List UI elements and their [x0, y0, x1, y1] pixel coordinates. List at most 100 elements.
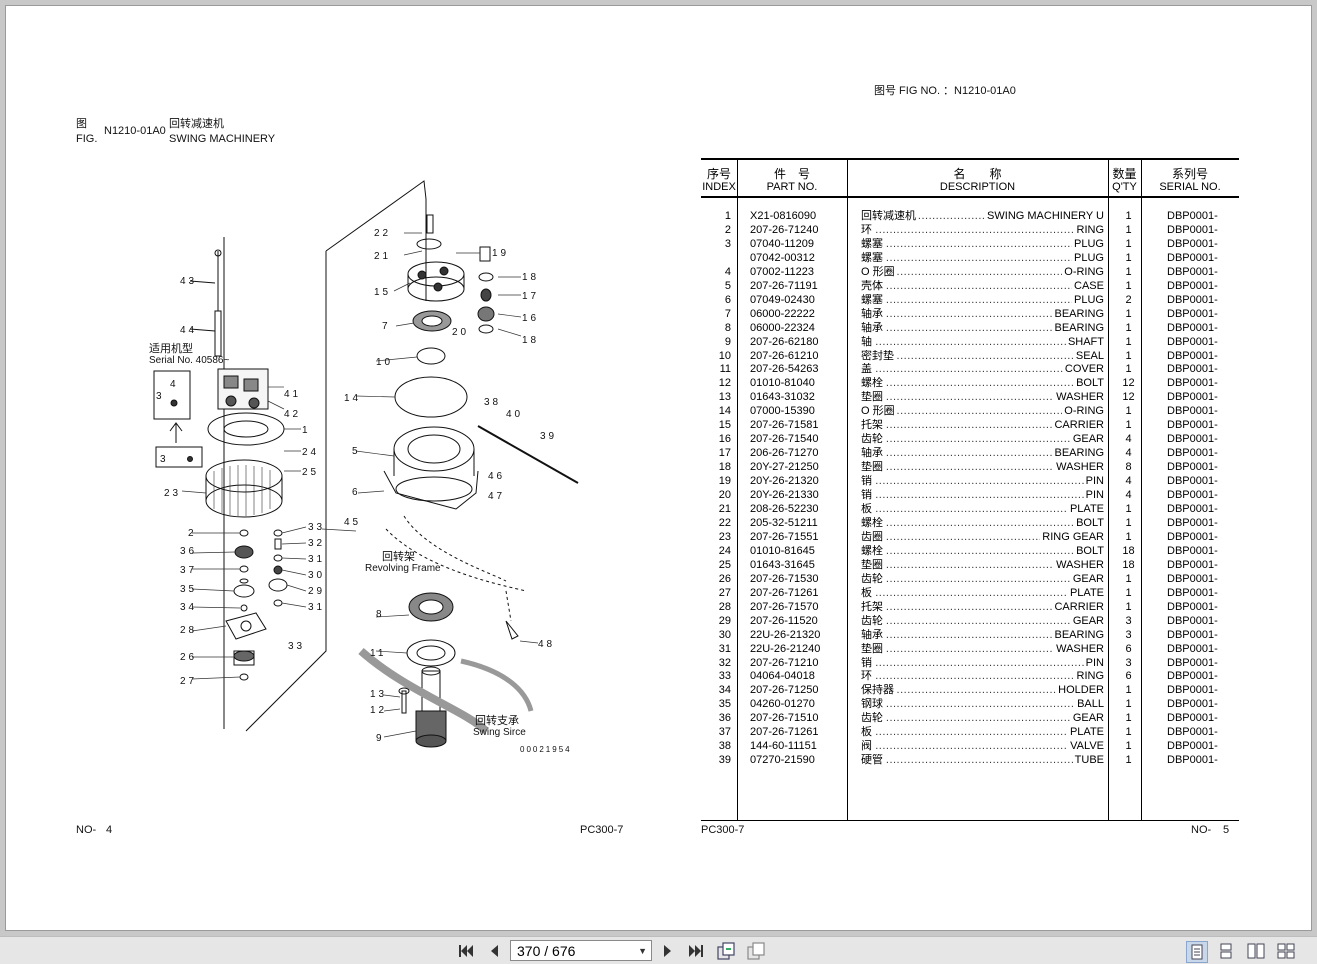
leader-dots: ........................................…: [861, 265, 1104, 278]
left-model: PC300-7: [580, 824, 624, 836]
prev-page-icon[interactable]: [484, 941, 504, 961]
row-description: ........................................…: [861, 377, 1104, 392]
table-row: 07042-00312.............................…: [701, 251, 1239, 266]
row-serial: DBP0001-: [1167, 503, 1218, 516]
row-description: ........................................…: [861, 684, 1104, 699]
row-serial: DBP0001-: [1167, 516, 1218, 529]
copy-page-icon[interactable]: [716, 941, 736, 961]
row-part-no: 207-26-71250: [750, 684, 819, 697]
row-part-no: 207-26-71510: [750, 712, 819, 725]
svg-text:43: 43: [180, 276, 197, 287]
svg-text:47: 47: [488, 491, 505, 502]
row-description-cn: 环: [861, 670, 874, 683]
row-qty: 1: [1125, 740, 1132, 753]
row-qty: 4: [1125, 433, 1132, 446]
svg-text:36: 36: [180, 546, 197, 557]
row-part-no: 07049-02430: [750, 293, 815, 306]
row-description-en: CARRIER: [1052, 419, 1104, 434]
row-part-no: 207-26-71210: [750, 656, 819, 669]
svg-text:37: 37: [180, 565, 197, 576]
svg-text:9: 9: [376, 733, 385, 744]
svg-text:42: 42: [284, 409, 301, 420]
row-description-en: TUBE: [1072, 754, 1104, 769]
row-part-no: 06000-22324: [750, 321, 815, 334]
row-part-no: 207-26-61210: [750, 349, 819, 362]
leader-dots: ........................................…: [861, 237, 1104, 250]
table-header-rule: [701, 196, 1239, 198]
row-description-en: BOLT: [1074, 544, 1104, 559]
svg-text:15: 15: [374, 287, 391, 298]
left-page-no: 4: [106, 824, 113, 836]
row-qty: 4: [1125, 475, 1132, 488]
row-description-en: PLATE: [1067, 586, 1104, 601]
row-part-no: 207-26-71191: [750, 279, 818, 292]
row-description-en: BOLT: [1074, 516, 1104, 531]
facing-pages-view-icon[interactable]: [1246, 941, 1266, 961]
row-description: ........................................…: [861, 628, 1104, 643]
row-index: 15: [718, 419, 731, 432]
two-page-view-icon[interactable]: [1216, 941, 1236, 961]
row-part-no: 207-26-71570: [750, 600, 819, 613]
row-description-en: PLATE: [1067, 503, 1104, 517]
col-header-index: 序号 INDEX: [701, 168, 737, 194]
row-qty: 1: [1125, 503, 1132, 516]
row-serial: DBP0001-: [1167, 237, 1218, 250]
row-index: 35: [718, 698, 731, 711]
row-serial: DBP0001-: [1167, 475, 1218, 488]
row-part-no: 20Y-26-21330: [750, 489, 819, 502]
continuous-view-icon[interactable]: [1276, 941, 1296, 961]
first-page-icon[interactable]: [456, 941, 476, 961]
leader-dots: ........................................…: [861, 321, 1104, 334]
svg-text:2: 2: [188, 528, 197, 539]
row-serial: DBP0001-: [1167, 586, 1218, 599]
right-page-no-label: NO-: [1191, 824, 1212, 836]
chevron-down-icon[interactable]: ▼: [638, 946, 647, 956]
export-page-icon[interactable]: [746, 941, 766, 961]
row-description-cn: 轴承: [861, 321, 885, 334]
row-description-en: WASHER: [1054, 558, 1104, 573]
last-page-icon[interactable]: [686, 941, 706, 961]
row-index: 34: [718, 684, 731, 697]
row-part-no: 07000-15390: [750, 405, 815, 418]
row-index: 24: [718, 544, 731, 557]
svg-text:11: 11: [370, 648, 386, 659]
row-description: ........................................…: [861, 489, 1104, 504]
viewer-toolbar: 370 / 676 ▼: [0, 936, 1317, 964]
left-page-no-label: NO-: [76, 824, 97, 836]
row-description-cn: 硬管: [861, 754, 885, 767]
row-description-cn: 垫圈: [861, 391, 885, 404]
svg-text:31: 31: [308, 602, 325, 613]
row-description-en: COVER: [1062, 363, 1104, 378]
row-serial: DBP0001-: [1167, 726, 1218, 739]
next-page-icon[interactable]: [658, 941, 678, 961]
row-part-no: 07270-21590: [750, 754, 815, 767]
leader-dots: ........................................…: [861, 307, 1104, 320]
row-serial: DBP0001-: [1167, 461, 1218, 474]
leader-dots: ........................................…: [861, 279, 1104, 292]
row-description-en: RING: [1074, 223, 1104, 238]
svg-text:13: 13: [370, 689, 387, 700]
row-qty: 1: [1125, 321, 1132, 334]
row-description-en: HOLDER: [1056, 684, 1104, 699]
single-page-view-icon[interactable]: [1186, 941, 1208, 963]
row-part-no: 06000-22222: [750, 307, 815, 320]
row-serial: DBP0001-: [1167, 698, 1218, 711]
svg-text:20: 20: [452, 327, 469, 338]
row-description-cn: 轴承: [861, 307, 885, 320]
row-serial: DBP0001-: [1167, 391, 1218, 404]
svg-text:6: 6: [352, 487, 361, 498]
row-description-en: BEARING: [1052, 321, 1104, 336]
leader-dots: ........................................…: [861, 503, 1104, 516]
leader-dots: ........................................…: [861, 475, 1104, 488]
page-number-field[interactable]: 370 / 676 ▼: [510, 940, 652, 961]
